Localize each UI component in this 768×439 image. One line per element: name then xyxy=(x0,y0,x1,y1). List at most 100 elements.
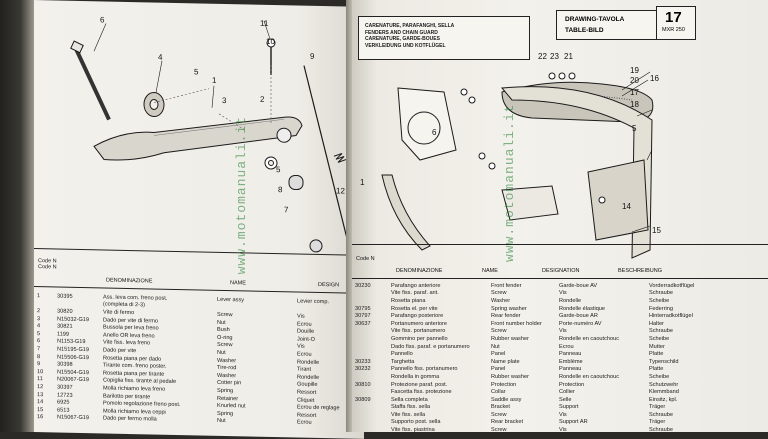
left-exploded-diagram xyxy=(70,20,355,267)
table-cell: Screw xyxy=(491,290,507,297)
table-cell: Ecrou xyxy=(559,343,574,350)
table-cell: Rear bracket xyxy=(491,419,524,426)
table-cell: Parafango posteriore xyxy=(391,313,444,320)
model-label: MXR 250 xyxy=(662,27,685,33)
table-row: Vite fiss. sella Screw Vis Schraube xyxy=(352,411,744,419)
table-cell: 30810 xyxy=(355,381,371,388)
right-header-designation: DESIGNATION xyxy=(542,268,580,274)
table-cell: Scheibe xyxy=(649,335,670,342)
table-cell: Rondelle en caoutchouc xyxy=(559,335,620,342)
table-cell: Scheibe xyxy=(649,373,670,380)
table-cell: Panneau xyxy=(559,366,582,373)
table-cell: 11 xyxy=(37,376,43,383)
table-cell: Protection xyxy=(559,381,585,388)
table-cell: Supporto post. sella xyxy=(391,419,441,426)
table-cell: Platte xyxy=(649,351,664,358)
table-cell xyxy=(352,404,388,412)
table-cell: Protezione paraf. post. xyxy=(391,381,448,388)
left-page: 6 4 5 1 3 2 11 10 9 5 8 7 12 www.motoman… xyxy=(34,0,364,439)
book-edge xyxy=(0,0,34,432)
table-cell: 30795 xyxy=(355,305,371,312)
table-cell: Support xyxy=(559,404,579,411)
callout-18: 18 xyxy=(630,100,639,109)
callout-12: 12 xyxy=(336,186,345,196)
callout-5r: 5 xyxy=(632,124,637,133)
table-cell: Targhetta xyxy=(391,358,415,365)
table-cell: Name plate xyxy=(491,358,520,365)
table-cell: Protection xyxy=(491,381,517,388)
callout-5: 5 xyxy=(194,67,199,77)
right-header-name: NAME xyxy=(482,268,498,274)
table-cell: Panneau xyxy=(559,351,582,358)
right-header-denominazione: DENOMINAZIONE xyxy=(396,268,443,274)
table-cell: Halter xyxy=(649,320,664,327)
table-cell: Panel xyxy=(491,366,506,373)
table-row: 30810 Protezione paraf. post. Protection Pr… xyxy=(352,381,744,389)
table-cell: 1 xyxy=(37,292,41,299)
table-cell xyxy=(352,290,388,298)
table-cell: Rondelle en caoutchouc xyxy=(559,373,620,380)
table-cell: Rubber washer xyxy=(491,335,529,342)
right-header-beschreibung: BESCHREIBUNG xyxy=(618,268,663,274)
table-cell: Screw xyxy=(491,328,507,335)
table-cell: Saddle assy xyxy=(491,396,522,403)
table-cell: Garde-boue AV xyxy=(559,282,598,289)
table-cell: Federring xyxy=(649,305,673,312)
title-box: CARENATURE, PARAFANGHI, SELLA FENDERS AN… xyxy=(358,16,530,60)
callout-10: 10 xyxy=(266,36,275,47)
table-cell: 30809 xyxy=(355,396,371,403)
table-cell: Screw xyxy=(491,411,507,418)
table-cell: Vorderradkotflügel xyxy=(649,282,695,289)
table-cell: 30230 xyxy=(355,282,371,289)
callout-17: 17 xyxy=(630,88,639,97)
callout-21: 21 xyxy=(564,52,573,61)
callout-1: 1 xyxy=(212,75,217,85)
watermark-right: www.motomanuali.it xyxy=(502,103,517,262)
table-cell: Pannello fiss. portanumero xyxy=(391,366,458,373)
table-cell: Collier xyxy=(559,389,575,396)
table-cell: Sella completa xyxy=(391,396,428,403)
table-cell: Schraube xyxy=(649,328,673,335)
table-cell: 30637 xyxy=(355,320,371,327)
table-cell: Front number holder xyxy=(491,320,542,327)
table-cell: Pannello xyxy=(391,351,413,358)
table-cell: Vis xyxy=(559,427,567,432)
table-cell: 16 xyxy=(37,414,44,421)
table-cell xyxy=(352,419,388,427)
table-cell: Scheibe xyxy=(649,297,670,304)
table-cell: Vis xyxy=(559,411,567,418)
callout-6r: 6 xyxy=(432,128,437,137)
table-cell: Porte-numéro AV xyxy=(559,320,602,327)
callout-9: 9 xyxy=(310,51,315,61)
table-cell: Vite fiss. sella xyxy=(391,411,426,418)
table-cell: Klemmband xyxy=(649,389,679,396)
table-cell: Vis xyxy=(559,290,567,297)
table-cell: Träger xyxy=(649,419,666,426)
table-cell: 8 xyxy=(37,353,41,360)
table-cell: 2 xyxy=(37,308,41,315)
table-cell: Rear fender xyxy=(491,313,521,320)
right-exploded-diagram xyxy=(381,71,654,259)
table-cell: Support AR xyxy=(559,419,588,426)
callout-11: 11 xyxy=(260,18,269,28)
table-cell: 4 xyxy=(37,323,41,330)
table-cell: Portanumero anteriore xyxy=(391,320,447,327)
callout-1r: 1 xyxy=(360,178,365,187)
table-cell: Einsitz, kpl. xyxy=(649,396,678,403)
table-cell: Panel xyxy=(491,351,506,358)
table-cell: Schraube xyxy=(649,411,673,418)
callout-14: 14 xyxy=(622,202,631,211)
table-cell: 14 xyxy=(37,399,44,406)
table-cell: Vite fiss. portanumero xyxy=(391,328,446,335)
